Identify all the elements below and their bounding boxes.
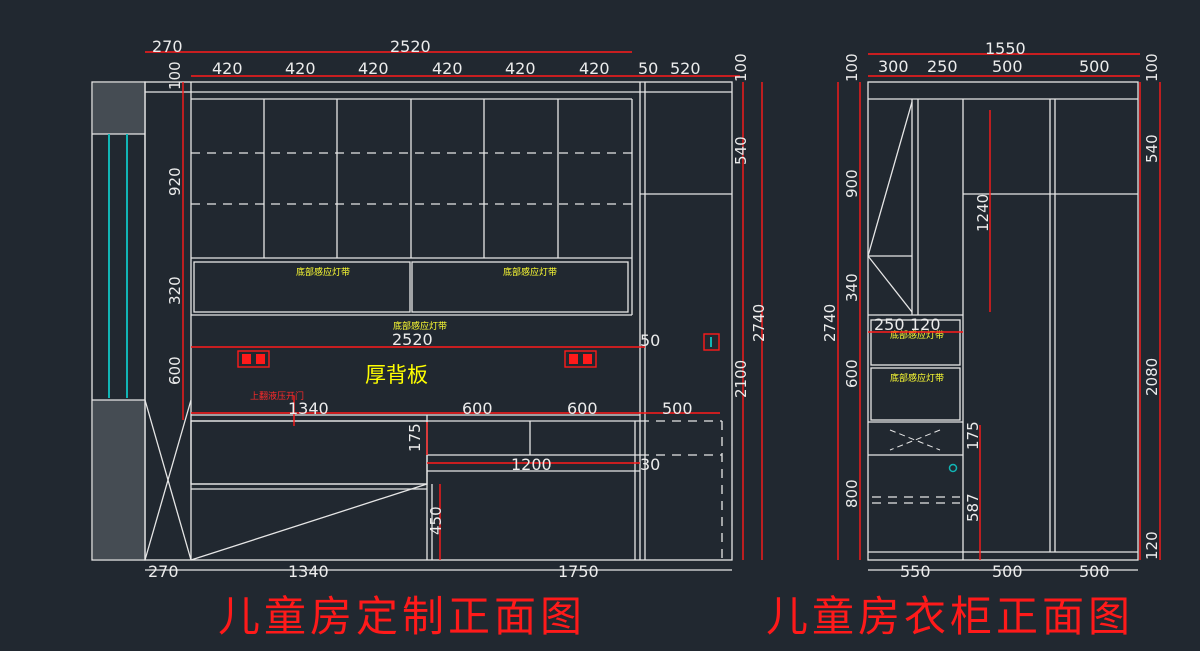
strip-label-1: 底部感应灯带 [296,266,350,278]
dim-text: 550 [900,562,931,581]
right-outer-frame [867,81,1139,561]
dim-text: 2520 [392,330,433,349]
dim-text: 50 [640,331,660,350]
dim-text: 1340 [288,399,329,418]
dim-text: 2740 [821,304,839,342]
dim-text: 175 [406,423,424,452]
dim-text: 100 [1143,53,1161,82]
dim-text: 250 [874,315,905,334]
handle-icon [948,463,958,473]
dim-text: 540 [732,136,750,165]
dim-text: 2100 [732,360,750,398]
right-title: 儿童房衣柜正面图 [766,592,1134,641]
socket-icon [237,350,270,368]
dim-text: 587 [964,493,982,522]
dim-text: 340 [843,273,861,302]
left-elevation: 底部感应灯带 底部感应灯带 底部感应灯带 厚背板 上翻液压开门 [91,37,768,581]
dim-text: 900 [843,169,861,198]
dim-text: 450 [427,506,445,535]
dim-text: 2080 [1143,358,1161,396]
back-board-label: 厚背板 [365,363,428,387]
dim-text: 320 [166,276,184,305]
dim-text: 920 [166,167,184,196]
dim-text: 30 [640,455,660,474]
dim-text: 50 [638,59,658,78]
dim-text: 100 [843,53,861,82]
socket-icon [564,350,597,368]
dim-text: 1240 [974,194,992,232]
strip-label-3: 底部感应灯带 [393,320,447,332]
dim-text: 1550 [985,39,1026,58]
dim-text: 120 [1143,531,1161,560]
dim-text: 420 [212,59,243,78]
dim-text: 100 [732,53,750,82]
dim-text: 420 [505,59,536,78]
dim-text: 2740 [750,304,768,342]
dim-text: 1200 [511,455,552,474]
dim-text: 175 [964,421,982,450]
dim-text: 600 [567,399,598,418]
dim-text: 500 [662,399,693,418]
dim-text: 600 [166,356,184,385]
dim-text: 270 [148,562,179,581]
dim-text: 250 [927,57,958,76]
right-elevation: 底部感应灯带 底部感应灯带 1550 300 250 500 500 100 9… [821,39,1161,581]
dim-text: 1750 [558,562,599,581]
dim-text: 100 [166,61,184,90]
dim-text: 540 [1143,134,1161,163]
dim-text: 500 [1079,562,1110,581]
dim-text: 420 [358,59,389,78]
dim-text: 600 [843,359,861,388]
dim-text: 500 [992,57,1023,76]
dim-text: 600 [462,399,493,418]
dim-text: 520 [670,59,701,78]
dim-text: 500 [1079,57,1110,76]
dim-text: 1340 [288,562,329,581]
left-title: 儿童房定制正面图 [218,592,586,641]
door-label: 上翻液压开门 [250,390,304,402]
dim-text: 420 [285,59,316,78]
dim-text: 800 [843,479,861,508]
left-outer-frame [144,81,733,561]
dim-text: 300 [878,57,909,76]
dim-text: 2520 [390,37,431,56]
right-strip-label-2: 底部感应灯带 [890,372,944,384]
dim-text: 420 [432,59,463,78]
dim-text: 420 [579,59,610,78]
dim-text: 500 [992,562,1023,581]
strip-label-2: 底部感应灯带 [503,266,557,278]
dim-text: 270 [152,37,183,56]
dim-text: 120 [910,315,941,334]
switch-icon [703,333,720,351]
